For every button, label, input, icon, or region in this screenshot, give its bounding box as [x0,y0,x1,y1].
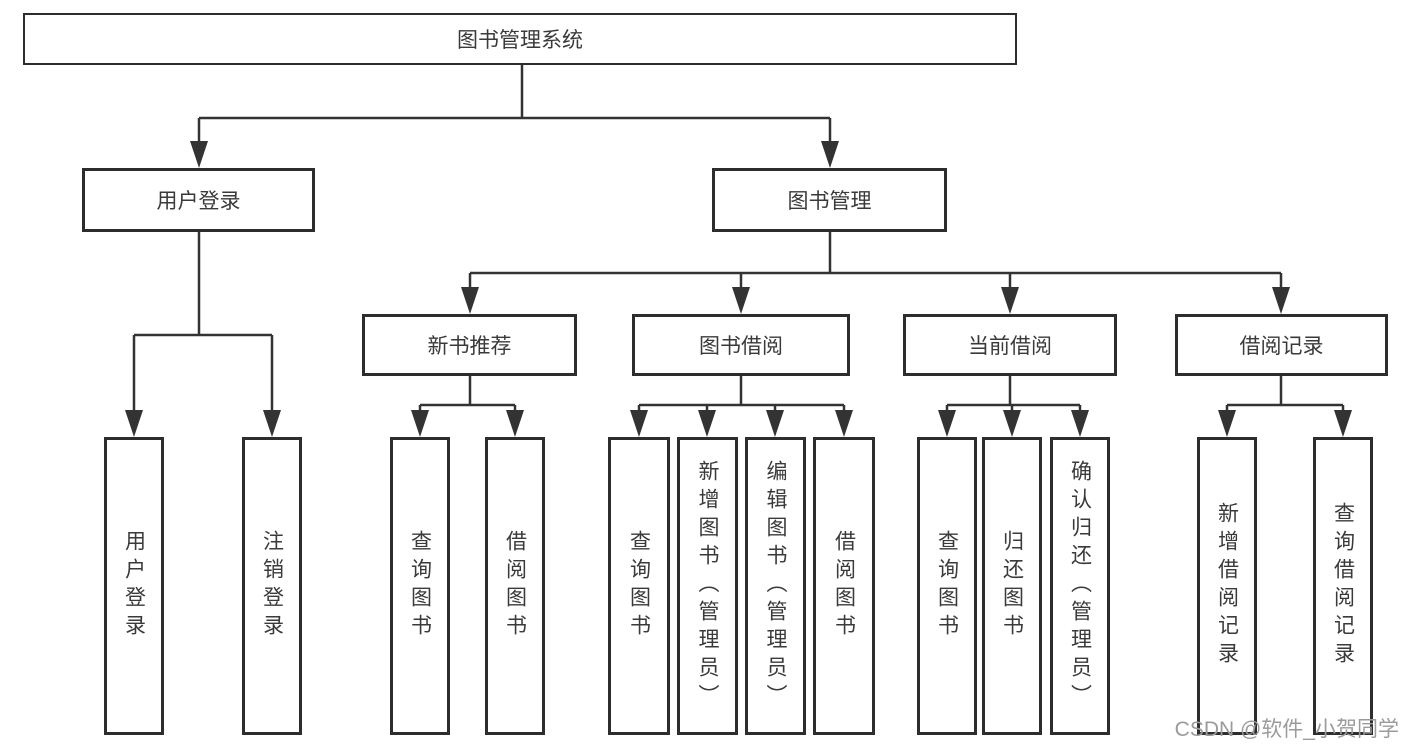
arrowhead-icon [732,287,750,314]
node-label: 编辑图书（管理员） [764,460,787,712]
leaf-confirm-return-admin: 确认归还（管理员） [1050,437,1110,735]
arrowhead-icon [190,141,208,168]
node-library-management-system: 图书管理系统 [23,13,1017,65]
leaf-add-book-admin: 新增图书（管理员） [677,437,738,735]
arrowhead-icon [698,410,716,437]
node-label: 用户登录 [156,190,241,213]
arrowhead-icon [766,410,784,437]
leaf-logout: 注销登录 [242,437,302,735]
node-label: 确认归还（管理员） [1068,460,1092,712]
node-label: 借阅图书 [503,530,527,642]
node-label: 图书管理 [787,190,872,213]
node-user-login: 用户登录 [82,168,315,232]
connector-paths [132,65,1345,412]
arrowhead-icon [938,410,956,437]
leaf-query-books-current: 查询图书 [917,437,977,735]
arrowhead-icon [461,287,479,314]
arrowhead-icon [1334,410,1352,437]
leaf-edit-book-admin: 编辑图书（管理员） [745,437,806,735]
node-label: 查询图书 [408,530,432,642]
watermark: CSDN @软件_小贺同学 [1174,718,1399,741]
node-borrowing-records: 借阅记录 [1175,314,1388,376]
leaf-borrow-books-recommend: 借阅图书 [485,437,545,735]
arrowhead-icon [125,410,143,437]
node-label: 图书借阅 [699,335,783,358]
node-label: 新书推荐 [427,335,512,358]
node-label: 当前借阅 [968,335,1052,358]
node-label: 查询图书 [627,530,651,642]
leaf-return-book: 归还图书 [982,437,1042,735]
node-label: 借阅图书 [832,530,856,642]
node-label: 查询借阅记录 [1331,502,1355,670]
leaf-query-books-recommend: 查询图书 [390,437,450,735]
arrowhead-icon [263,410,281,437]
arrowhead-icon [630,410,648,437]
arrowhead-icon [1071,410,1089,437]
node-book-borrowing: 图书借阅 [632,314,850,376]
arrowhead-icon [411,410,429,437]
node-new-book-recommend: 新书推荐 [362,314,577,376]
leaf-user-login: 用户登录 [104,437,164,735]
leaf-borrow-books-borrowing: 借阅图书 [813,437,875,735]
node-book-management: 图书管理 [712,168,947,232]
node-label: 新增图书（管理员） [696,460,719,712]
arrowhead-icon [1272,287,1290,314]
leaf-add-borrow-record: 新增借阅记录 [1197,437,1257,735]
node-label: 用户登录 [122,530,146,642]
node-current-borrowing: 当前借阅 [903,314,1117,376]
node-label: 查询图书 [935,530,959,642]
arrowhead-icon [1003,410,1021,437]
leaf-query-borrow-record: 查询借阅记录 [1313,437,1373,735]
node-label: 借阅记录 [1239,335,1324,358]
node-label: 新增借阅记录 [1215,502,1239,670]
node-label: 图书管理系统 [457,29,583,52]
leaf-query-books-borrowing: 查询图书 [608,437,670,735]
node-label: 归还图书 [1000,530,1024,642]
arrowhead-icon [835,410,853,437]
arrowhead-icon [1001,287,1019,314]
arrowhead-icon [821,141,839,168]
node-label: 注销登录 [260,530,284,642]
arrowhead-icon [506,410,524,437]
arrowhead-icon [1218,410,1236,437]
